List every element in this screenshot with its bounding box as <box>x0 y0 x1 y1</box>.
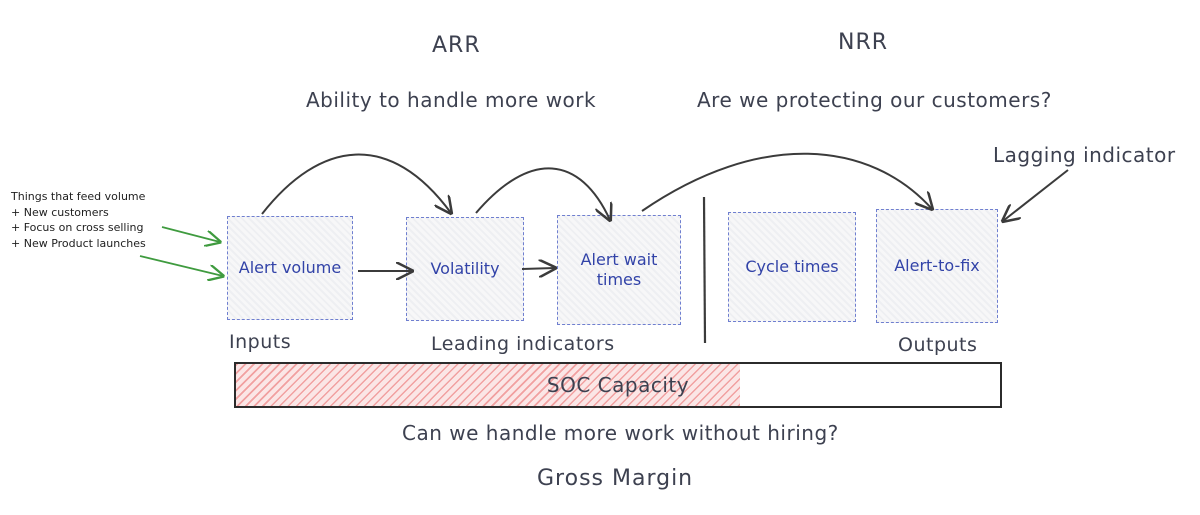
cycle-times-label: Cycle times <box>745 257 839 276</box>
alert-to-fix-label: Alert-to-fix <box>894 256 980 275</box>
volume-feed-note: Things that feed volume + New customers … <box>11 189 146 251</box>
arc-arrow-volatility-to-wait <box>475 167 610 220</box>
soc-capacity-label: SOC Capacity <box>546 373 690 397</box>
note-item: + New customers <box>11 205 109 219</box>
arc-arrow-wait-to-fix <box>641 152 932 211</box>
volatility-box[interactable]: Volatility <box>406 217 524 321</box>
hiring-question: Can we handle more work without hiring? <box>402 421 839 445</box>
volatility-label: Volatility <box>430 259 500 278</box>
nrr-subtitle: Are we protecting our customers? <box>697 88 1052 112</box>
outputs-label: Outputs <box>898 334 978 356</box>
alert-volume-label: Alert volume <box>238 258 342 277</box>
arc-arrow-volume-to-volatility <box>261 153 451 214</box>
arr-subtitle: Ability to handle more work <box>306 88 597 112</box>
alert-wait-times-label: Alert wait times <box>580 250 658 289</box>
arrow-lagging-to-fix <box>1003 169 1069 221</box>
note-item: + New Product launches <box>11 236 146 250</box>
inputs-label: Inputs <box>229 331 292 353</box>
green-arrow-2 <box>139 255 223 276</box>
alert-to-fix-box[interactable]: Alert-to-fix <box>876 209 998 323</box>
nrr-title: NRR <box>838 30 889 55</box>
soc-capacity-fill <box>236 364 741 406</box>
lagging-indicator-label: Lagging indicator <box>993 143 1176 167</box>
arrow-volatility-to-wait <box>521 268 555 269</box>
alert-wait-times-box[interactable]: Alert wait times <box>557 215 681 325</box>
leading-indicators-label: Leading indicators <box>431 333 615 355</box>
arr-title: ARR <box>432 33 481 58</box>
soc-capacity-bar: SOC Capacity <box>234 362 1002 408</box>
green-arrow-1 <box>161 226 220 242</box>
alert-volume-box[interactable]: Alert volume <box>227 216 353 320</box>
note-item: + Focus on cross selling <box>11 221 144 234</box>
section-divider <box>702 196 707 344</box>
cycle-times-box[interactable]: Cycle times <box>728 212 856 322</box>
gross-margin-label: Gross Margin <box>537 466 694 491</box>
note-title: Things that feed volume <box>11 190 146 203</box>
